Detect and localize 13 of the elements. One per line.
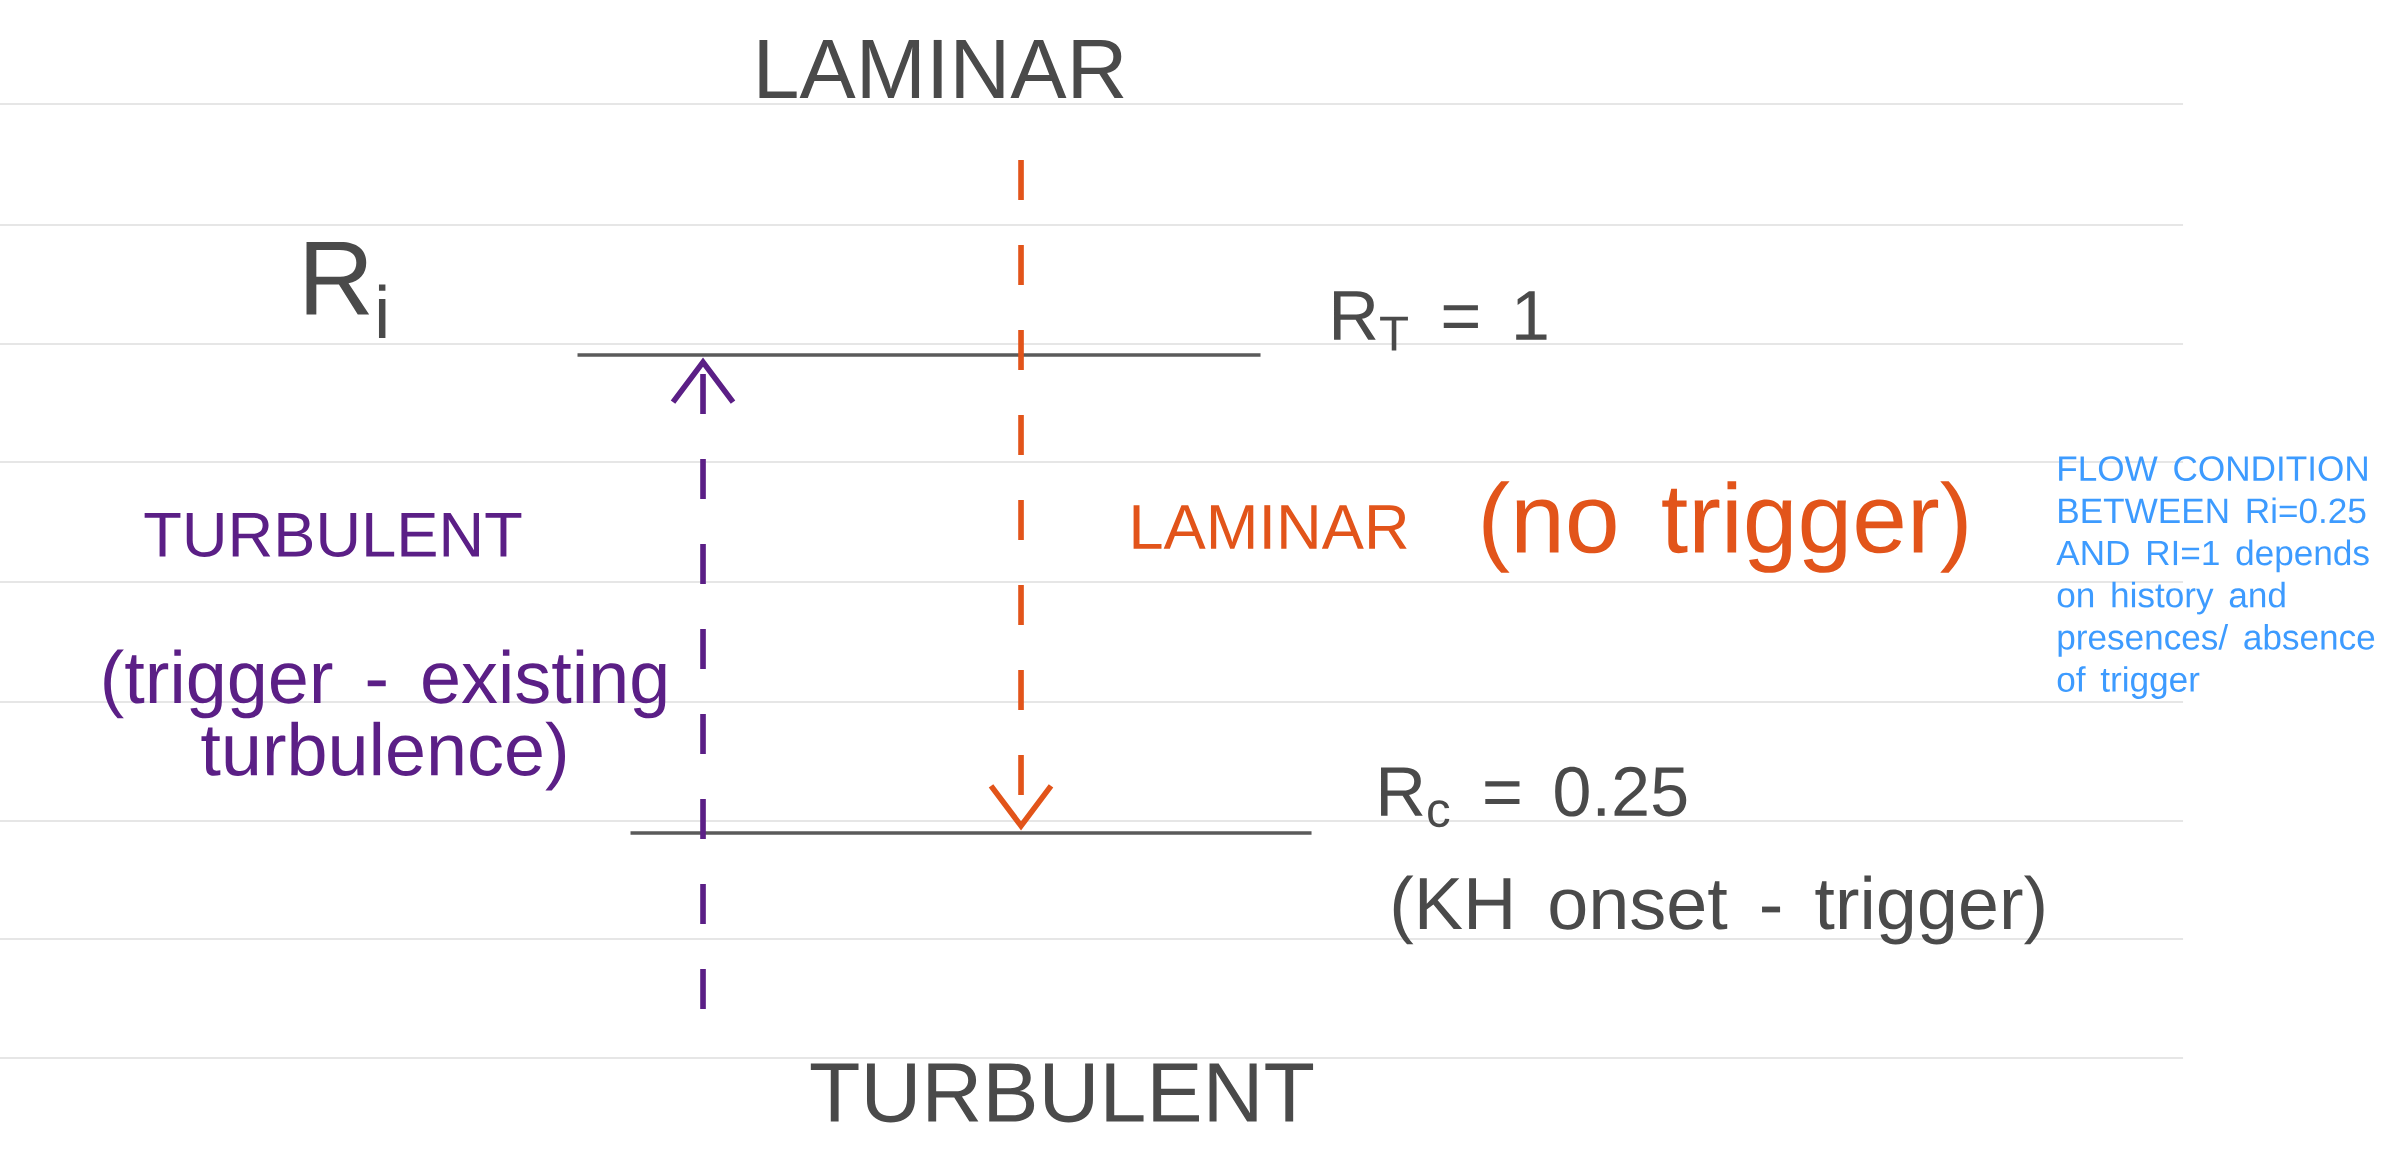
axis-label: R$_{i}$ [306, 242, 386, 338]
side-note: FLOW CONDITION BETWEEN Ri=0.25 AND RI=1 depends on history and presences/ absence of trigger [2056, 456, 2375, 699]
threshold-label: (KH onset - trigger) [1393, 875, 2044, 945]
arrow [670, 357, 736, 1009]
arrow [988, 160, 1054, 831]
region-label: LAMINAR [1133, 505, 1407, 549]
threshold-label: R$_{c}$ = 0.25 [1381, 766, 1687, 828]
region-label: TURBULENT [144, 512, 522, 558]
axis-label: TURBULENT [810, 1063, 1314, 1123]
region-note: (no trigger) [1483, 481, 1967, 573]
region-note: (trigger - existing turbulence) [104, 649, 666, 791]
threshold-label: R$_{T}$ = 1 [1334, 291, 1547, 351]
axis-label: LAMINAR [759, 39, 1124, 98]
